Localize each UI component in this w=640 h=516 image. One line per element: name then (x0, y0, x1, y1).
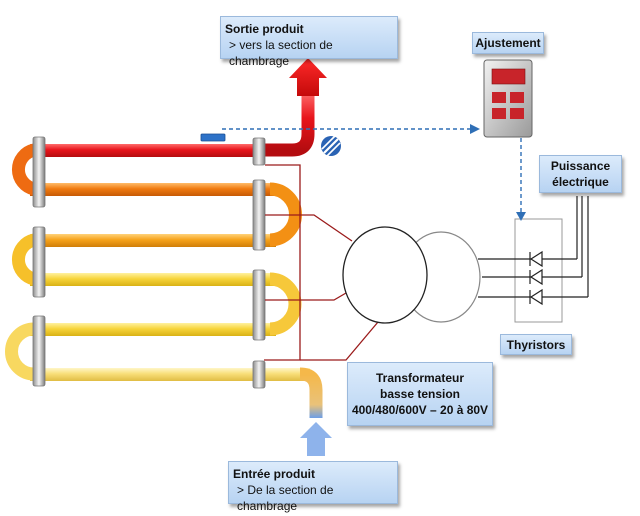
entree-title: Entrée produit (233, 467, 316, 481)
valve-icon (321, 135, 341, 157)
signal-arrow-right-icon (470, 124, 480, 134)
control-signal (222, 128, 522, 212)
controller-icon (483, 59, 533, 138)
label-puissance: Puissance électrique (539, 155, 622, 193)
label-sortie-produit: Sortie produit > vers la section de cham… (220, 16, 398, 68)
transformateur-line2: basse tension (379, 387, 461, 401)
bend-right-2 (269, 272, 302, 336)
signal-arrow-down-icon (516, 212, 526, 221)
puissance-line2: électrique (552, 175, 609, 189)
transformer-secondary-coil (342, 226, 428, 324)
busbar-wires (264, 164, 379, 361)
bend-left-1 (12, 143, 36, 196)
label-transformateur: Transformateur basse tension 400/480/600… (347, 362, 493, 426)
pipe-run-5 (30, 323, 276, 336)
flow-sensor-icon (200, 133, 226, 142)
inlet-pipe (299, 367, 323, 418)
thyristors-text: Thyristors (506, 338, 566, 352)
puissance-line1: Puissance (550, 159, 611, 173)
transformateur-line3: 400/480/600V – 20 à 80V (351, 403, 489, 417)
sortie-title: Sortie produit (225, 22, 304, 36)
pipe-run-6 (30, 368, 310, 381)
pipe-run-3 (30, 234, 276, 247)
bend-left-3 (5, 322, 35, 381)
up-arrow-icon (289, 58, 327, 96)
bend-left-2 (12, 233, 36, 286)
label-entree-produit: Entrée produit > De la section de chambr… (228, 461, 398, 513)
thyristor-icon (529, 250, 543, 306)
outlet-pipe (258, 92, 315, 157)
inlet-arrow-icon (300, 422, 332, 456)
transformateur-line1: Transformateur (375, 371, 465, 385)
pipe-run-2 (30, 183, 276, 196)
flanges (32, 136, 266, 389)
pipe-run-4 (30, 273, 276, 286)
label-thyristors: Thyristors (500, 334, 572, 355)
entree-detail: > De la section de chambrage (237, 483, 334, 513)
sortie-detail: > vers la section de chambrage (229, 38, 333, 68)
thyristor-wiring (478, 196, 589, 298)
ajustement-text: Ajustement (475, 36, 541, 50)
pipe-run-1 (30, 144, 264, 157)
thyristor-panel (514, 218, 563, 323)
label-ajustement: Ajustement (472, 32, 544, 54)
